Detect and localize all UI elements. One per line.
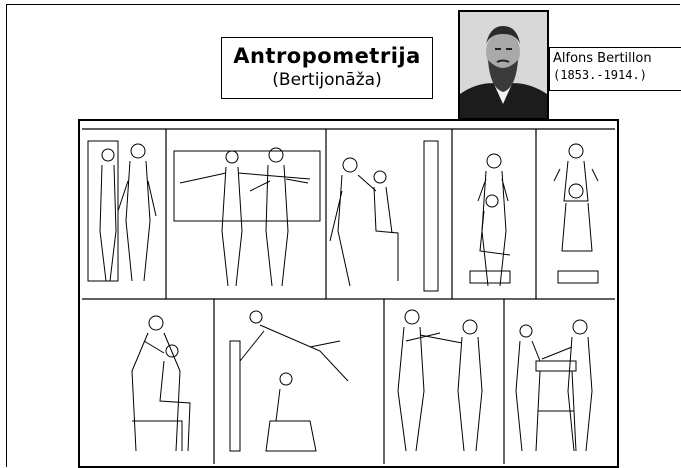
- page-title: Antropometrija: [233, 44, 421, 68]
- caption-name: Alfons Bertillon: [553, 51, 652, 66]
- portrait-photo: [458, 10, 549, 120]
- portrait-caption: Alfons Bertillon (1853.-1914.): [549, 47, 681, 91]
- line-art-figures: [87, 140, 599, 452]
- page-frame: [6, 4, 680, 467]
- anthropometry-illustration: [78, 119, 619, 468]
- page-subtitle: (Bertijonāža): [272, 70, 382, 90]
- title-box: Antropometrija (Bertijonāža): [221, 37, 433, 99]
- illustration-drawing: [82, 128, 615, 464]
- portrait-image: [460, 12, 547, 118]
- caption-dates: (1853.-1914.): [553, 68, 647, 82]
